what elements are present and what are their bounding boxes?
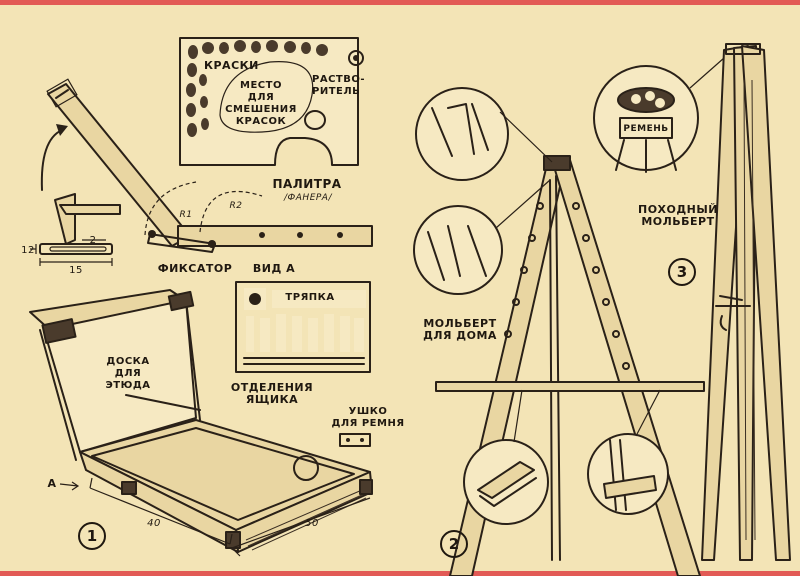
bottom-red-border bbox=[0, 571, 800, 576]
easel-holes bbox=[504, 202, 630, 370]
rag-label: ТРЯПКА bbox=[285, 292, 335, 303]
field-easel-label: ПОХОДНЫЙ МОЛЬБЕРТ bbox=[638, 203, 718, 228]
view-a-label: ВИД А bbox=[252, 262, 296, 275]
dim-2: 2 bbox=[89, 235, 97, 246]
latch-label: ФИКСАТОР bbox=[157, 262, 233, 275]
board-label: ДОСКА ДЛЯ ЭТЮДА bbox=[105, 356, 151, 391]
compartments-label: ОТДЕЛЕНИЯ ЯЩИКА bbox=[230, 381, 314, 406]
radius-1-label: R1 bbox=[179, 210, 193, 220]
etude-box-drawing bbox=[29, 289, 373, 557]
home-easel-label: МОЛЬБЕРТ ДЛЯ ДОМА bbox=[423, 317, 497, 342]
latch-drawing bbox=[30, 78, 373, 266]
tubes bbox=[246, 314, 364, 352]
strap-label: РЕМЕНЬ bbox=[623, 124, 669, 134]
paints-label: КРАСКИ bbox=[204, 59, 259, 72]
radius-2-label: R2 bbox=[229, 201, 243, 211]
dim-12: 12 bbox=[21, 245, 35, 256]
dim-40: 40 bbox=[147, 518, 161, 529]
home-easel-drawing bbox=[413, 87, 705, 576]
dim-50: 50 bbox=[305, 518, 319, 529]
mixing-area-label: МЕСТО ДЛЯ СМЕШЕНИЯ КРАСОК bbox=[225, 80, 297, 127]
top-red-border bbox=[0, 0, 800, 5]
field-easel-drawing bbox=[593, 43, 791, 561]
palette-drawing bbox=[179, 37, 364, 166]
thinner-label: РАСТВО- РИТЕЛЬ bbox=[312, 74, 366, 97]
palette-title: ПАЛИТРА bbox=[272, 177, 342, 191]
strap-loop-label: УШКО ДЛЯ РЕМНЯ bbox=[331, 406, 405, 429]
figure-2-number: 2 bbox=[440, 530, 468, 558]
figure-1-number: 1 bbox=[78, 522, 106, 550]
view-a-arrow-label: А bbox=[47, 477, 57, 490]
palette-material: /ФАНЕРА/ bbox=[283, 193, 332, 203]
dim-15: 15 bbox=[69, 265, 83, 276]
box-compartments-drawing bbox=[235, 281, 371, 373]
figure-3-number: 3 bbox=[668, 258, 696, 286]
paint-wells bbox=[186, 40, 328, 137]
